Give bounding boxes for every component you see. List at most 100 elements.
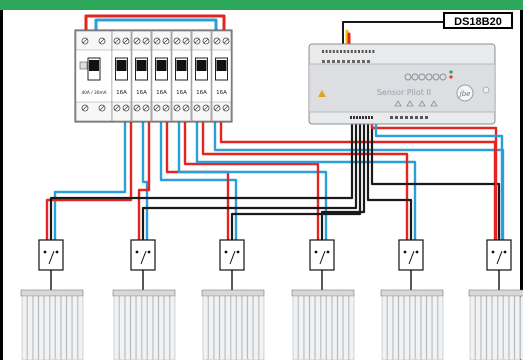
wires-layer [45,14,505,242]
switch-box [309,239,335,271]
radiator [20,289,84,360]
terminal-dot [337,60,340,63]
switch-lever [319,250,326,265]
switch-box [38,239,64,271]
switch-box [130,239,156,271]
terminal-dot [425,116,428,119]
pilot-wire-zone-2 [141,122,358,242]
radiator-top-bar [380,289,444,297]
radiator-fin [147,295,153,360]
switch-lever [140,250,147,265]
radiator-fin [326,295,332,360]
rcd-breaker: 40A / 30mA [75,30,113,122]
zone-indicator-icon [430,100,438,107]
switch-lever [229,250,236,265]
neutral-wire-zone-3 [159,120,238,242]
terminal-dot [332,60,335,63]
neutral-wire-zone-1 [53,120,127,242]
terminal-dot [365,116,367,119]
pilot-wire-zone-1 [49,122,354,242]
radiator-fin [27,295,33,360]
switch-contact [503,250,507,254]
radiator-fin [253,295,259,360]
radiator-top-bar [291,289,355,297]
controller-logo: jbe [458,90,471,98]
zone-indicator-icon [406,100,414,107]
breaker-rating: 16A [216,90,227,96]
header-bar [0,0,523,10]
radiator-fin [152,295,159,360]
switch-contact [147,250,151,254]
radiator-fin [432,295,438,360]
screw-slot [114,38,120,44]
sensor-cable-black [342,21,445,45]
screw-slot [163,105,169,111]
terminal-dot [420,116,423,119]
pilot-wire-zone-4 [320,122,366,242]
breaker-rating: 40A / 30mA [81,90,106,96]
radiator-fin [113,295,120,360]
radiator-fin [169,295,176,360]
radiator-fin [381,295,388,360]
radiator [468,289,523,360]
neutral-wire-zone-5 [195,120,417,242]
radiator-top-bar [201,289,265,297]
switch-contact [224,250,228,254]
radiator-fin [124,295,131,360]
terminal-dot [410,116,413,119]
radiator-fin [426,295,433,360]
radiator-fin [21,295,28,360]
radiator-fin [213,295,220,360]
radiator-fin [331,295,338,360]
switch-lever [408,250,415,265]
screw-slot [143,105,149,111]
switch-lever [496,250,503,265]
mcb-breaker: 16A [131,30,152,122]
radiator-fin [404,295,410,360]
screw-slot [174,38,180,44]
screw-slot [82,38,88,44]
terminal-dot [325,50,328,53]
terminal-dot [367,60,370,63]
screw-slot [99,105,105,111]
radiator-top-bar [20,289,84,297]
radiator-fin [38,295,45,360]
zone-switch [38,239,64,290]
terminal-dot [340,50,342,53]
terminal-dot [362,116,364,119]
zone-indicator-icon [394,100,402,107]
live-wire-zone-1 [45,120,133,242]
radiator-fin [497,295,504,360]
screw-slot [214,105,220,111]
status-led [425,73,433,81]
breaker-rating: 16A [196,90,207,96]
terminal-dot [332,50,335,53]
radiator-fin [141,295,148,360]
terminal-dot [342,60,345,63]
terminal-dot [361,50,364,53]
screw-slot [214,38,220,44]
mcb-breaker: 16A [171,30,192,122]
sensor-pilot-controller: Sensor Pilot II jbe [308,43,496,125]
terminal-dot [343,50,346,53]
radiator-fin [72,295,78,360]
radiator-fin [258,295,265,360]
status-led [404,73,412,81]
radiator [291,289,355,360]
switch-contact [491,250,495,254]
controller-live-feed [370,122,498,242]
controller-knob [482,86,490,94]
controller-leds [394,70,453,107]
pilot-wire-zone-3 [230,122,362,242]
controller-neutral-feed [374,122,504,242]
radiator [201,289,265,360]
screw-slot [194,38,200,44]
status-led [418,73,426,81]
switch-contact [236,250,240,254]
terminal-dot [354,50,357,53]
warning-icon [318,90,326,97]
mcb-breaker: 16A [151,30,172,122]
screw-slot [99,38,105,44]
screw-slot [194,105,200,111]
